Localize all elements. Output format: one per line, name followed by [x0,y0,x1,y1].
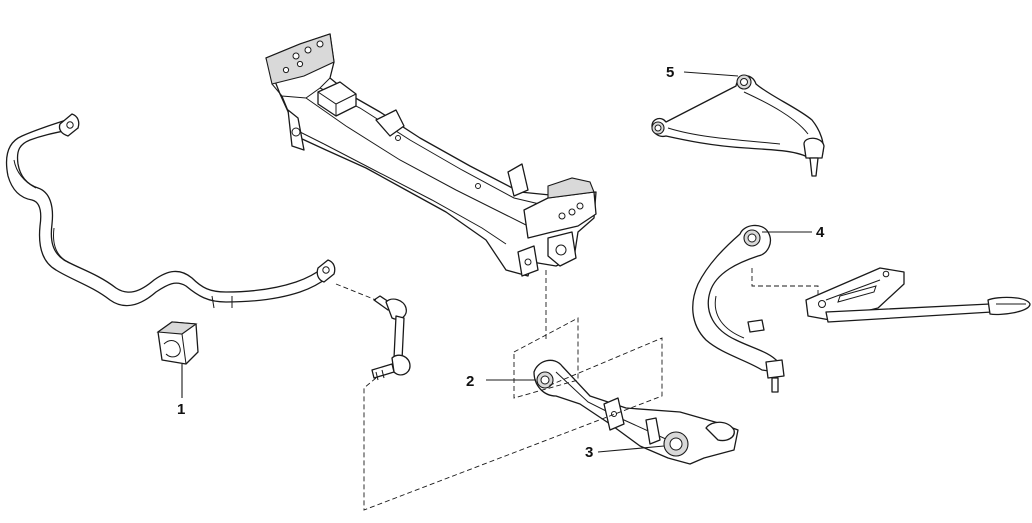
upper-arm [651,74,825,177]
transverse-link [692,224,1031,393]
callout-4: 4 [816,224,825,241]
stabilizer-bushing [156,321,199,365]
callout-leaders [181,71,812,453]
callout-1: 1 [177,401,185,418]
callout-3: 3 [585,444,593,461]
stabilizer-link [371,295,411,381]
assembly-lines [335,268,819,511]
front-crossmember [265,33,597,277]
callout-5: 5 [666,64,674,81]
stabilizer-bar [5,113,336,309]
callout-2: 2 [466,373,474,390]
